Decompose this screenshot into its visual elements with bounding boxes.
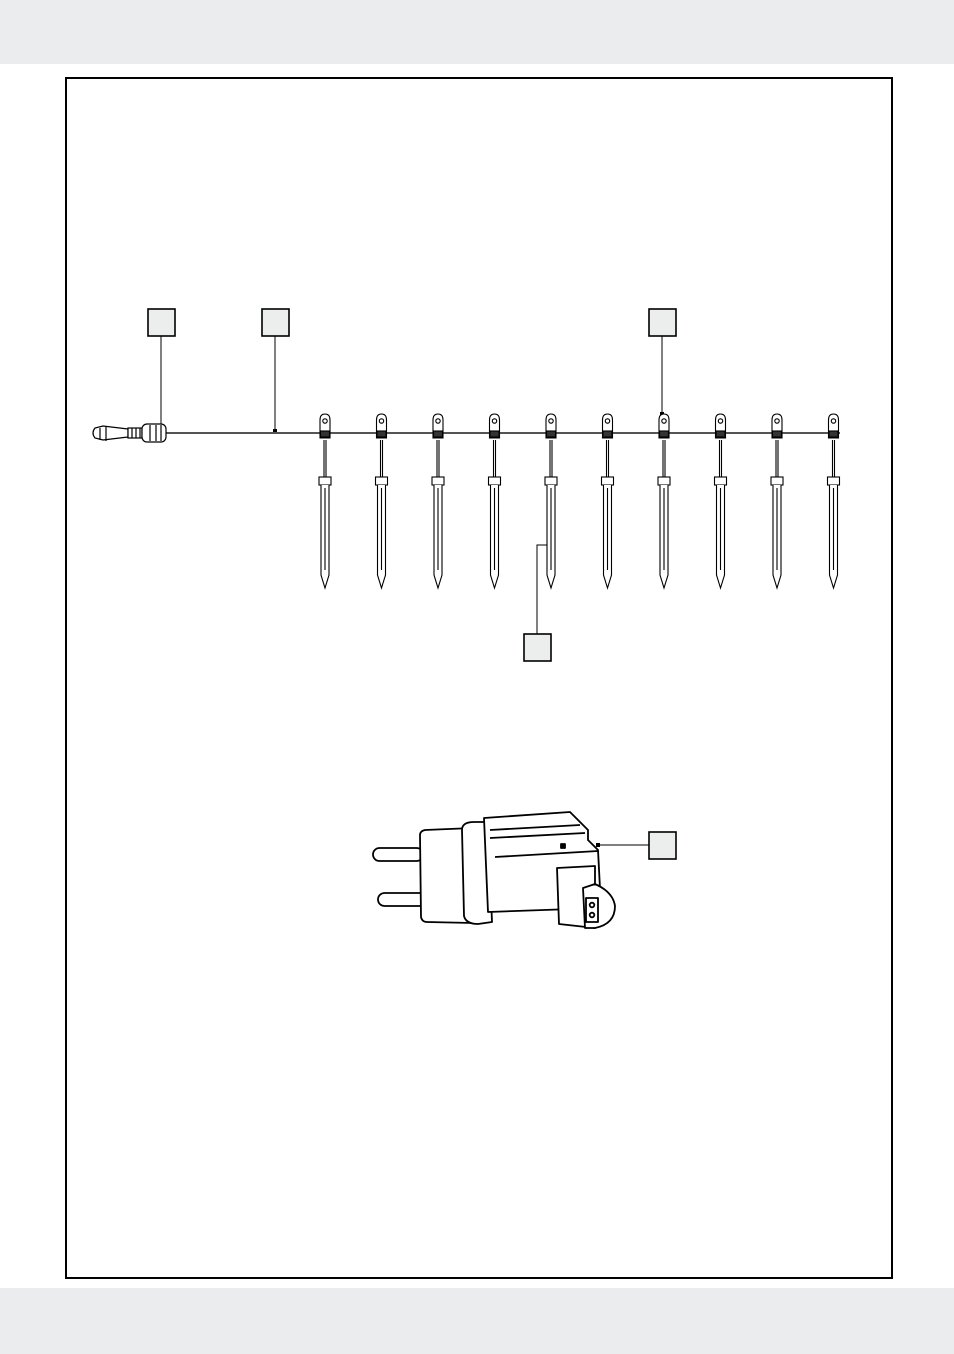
label-box-adapter — [596, 831, 677, 860]
stake-light — [318, 413, 332, 590]
label-box-led — [648, 308, 677, 416]
stake-light — [487, 413, 502, 590]
power-adapter — [372, 811, 616, 929]
document-page — [0, 64, 954, 1288]
stake-light — [431, 413, 445, 590]
figure-frame — [65, 77, 893, 1279]
stake-light — [600, 413, 615, 590]
label-box-connector — [147, 308, 176, 429]
stake-light — [544, 413, 558, 590]
stake-light — [826, 413, 841, 590]
label-box-cable — [261, 308, 290, 433]
stake-light — [770, 413, 784, 590]
stake-light — [374, 413, 389, 590]
label-box-stake — [523, 543, 552, 662]
stake-light — [657, 413, 671, 590]
leader-line — [536, 544, 550, 634]
cable-connector — [92, 423, 167, 443]
stake-light — [713, 413, 728, 590]
